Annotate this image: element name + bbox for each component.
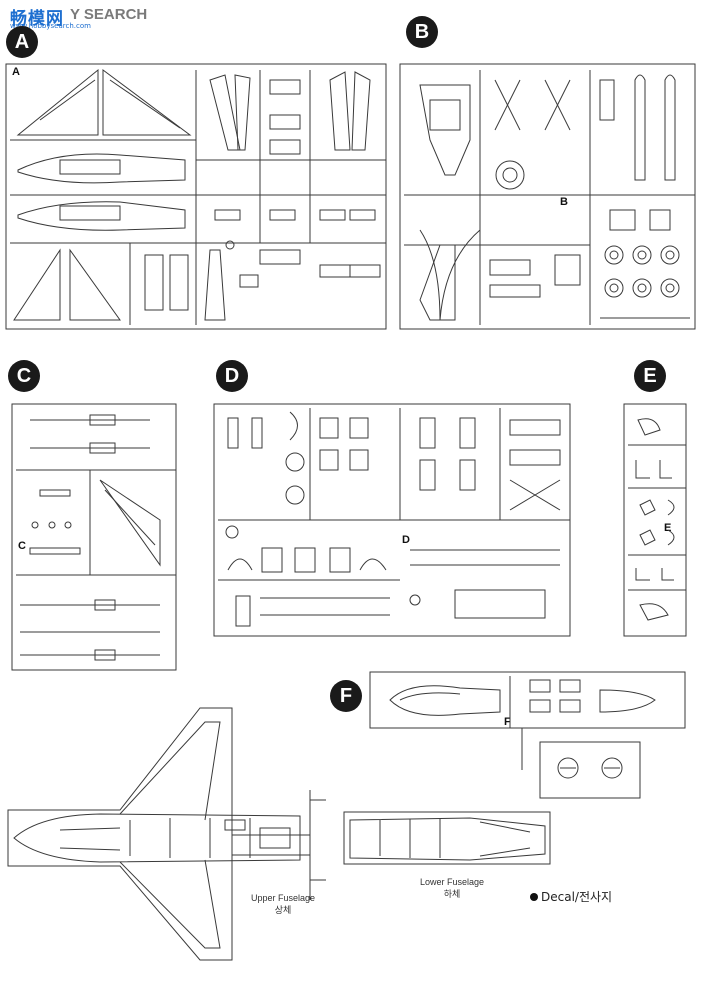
sprue-c-inner-label: C xyxy=(18,540,26,552)
lower-fuselage-caption: Lower Fuselage 하체 xyxy=(402,876,502,900)
sprue-f-frame xyxy=(369,671,686,799)
sprue-d-frame xyxy=(213,403,571,637)
upper-fuselage-part xyxy=(13,721,301,949)
upper-fuselage-frame xyxy=(7,707,326,961)
sprue-c-badge: C xyxy=(8,360,40,392)
sprue-f-parts xyxy=(389,679,656,779)
sprue-b-parts xyxy=(419,74,690,321)
site-watermark: 畅模网 www.hobbysearch.com Y SEARCH xyxy=(4,2,174,32)
upper-fuselage-caption: Upper Fuselage 상체 xyxy=(228,892,338,916)
sprue-e-parts xyxy=(635,418,675,621)
sprue-c-parts xyxy=(20,414,161,661)
sprue-f-inner-label: F xyxy=(504,716,511,728)
decal-label-text: Decal/전사지 xyxy=(541,890,613,904)
sprue-b-inner-label: B xyxy=(560,196,568,208)
sprue-a-inner-label: A xyxy=(12,66,20,78)
sprue-a-badge: A xyxy=(6,26,38,58)
upper-fuselage-label-en: Upper Fuselage xyxy=(250,893,316,903)
sprue-d-parts xyxy=(225,411,561,627)
lower-fuselage-label-kr: 하체 xyxy=(443,889,461,899)
sprue-e-frame xyxy=(623,403,687,637)
decal-sheet-label: Decal/전사지 xyxy=(530,888,612,905)
sprue-e-inner-label: E xyxy=(664,522,672,534)
sprue-e-badge: E xyxy=(634,360,666,392)
sprue-a-frame xyxy=(5,63,387,330)
lower-fuselage-part xyxy=(349,817,546,861)
sprue-d-inner-label: D xyxy=(402,534,410,546)
sprue-b-frame xyxy=(399,63,696,330)
lower-fuselage-frame xyxy=(343,811,551,865)
sprue-c-frame xyxy=(11,403,177,671)
sprue-f-badge: F xyxy=(330,680,362,712)
watermark-cn: 畅模网 xyxy=(10,9,64,29)
sprue-b-badge: B xyxy=(406,16,438,48)
lower-fuselage-label-en: Lower Fuselage xyxy=(419,877,485,887)
sprue-d-badge: D xyxy=(216,360,248,392)
watermark-url: www.hobbysearch.com xyxy=(10,22,91,30)
sprue-a-parts xyxy=(13,68,381,321)
upper-fuselage-label-kr: 상체 xyxy=(274,905,292,915)
watermark-en: Y SEARCH xyxy=(70,6,148,23)
bullet-icon xyxy=(530,893,538,901)
